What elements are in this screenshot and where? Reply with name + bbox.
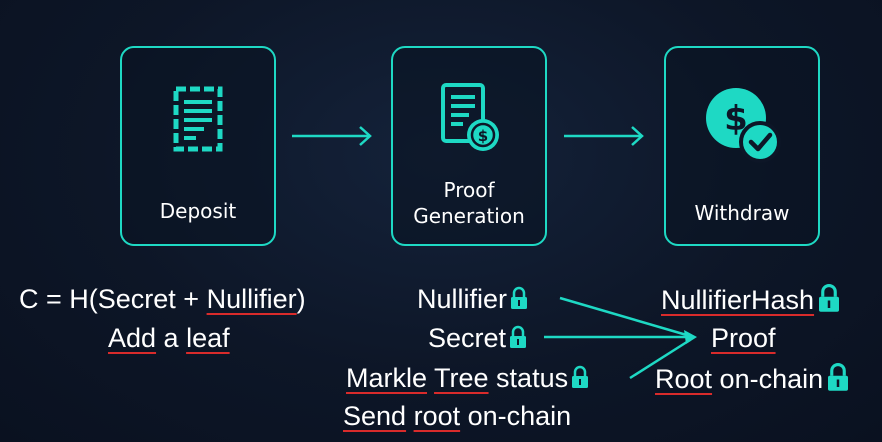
lock-icon — [819, 283, 840, 312]
formula-nullifier: Nullifier — [206, 284, 297, 314]
arrow-right-icon — [564, 126, 644, 146]
withdraw-step-box: $ Withdraw — [664, 46, 820, 246]
proof-input-nullifier: Nullifier — [417, 283, 529, 315]
withdraw-nullifier-hash: NullifierHash — [661, 283, 842, 316]
a-word: a — [156, 323, 187, 353]
lock-icon — [511, 286, 528, 309]
formula-suffix: ) — [296, 284, 306, 314]
proof-label-line1: Proof — [443, 178, 495, 202]
add-word: Add — [108, 323, 157, 353]
proof-input-tree-status: Markle Tree status — [346, 362, 590, 394]
deposit-label: Deposit — [159, 199, 237, 223]
lock-icon — [572, 365, 589, 388]
proof-label-line2: Generation — [413, 204, 525, 228]
onchain-word: on-chain — [460, 401, 572, 431]
svg-text:$: $ — [724, 99, 748, 139]
arrow-right-icon — [292, 126, 372, 146]
onchain-text: on-chain — [712, 364, 824, 394]
deposit-add-leaf: Add a leaf — [108, 322, 230, 354]
svg-text:$: $ — [478, 127, 488, 145]
formula-prefix: C = H(Secret + — [19, 284, 207, 314]
proof-send-root: Send root on-chain — [343, 400, 571, 432]
root-word: root — [413, 401, 461, 431]
send-word: Send — [343, 401, 407, 431]
withdraw-label: Withdraw — [694, 201, 790, 225]
root-text: Root — [655, 364, 713, 394]
document-dollar-icon: $ — [441, 83, 499, 151]
withdraw-proof: Proof — [711, 322, 776, 354]
nullifier-hash-text: NullifierHash — [661, 285, 815, 315]
markle-word: Markle — [346, 363, 428, 393]
withdraw-root-onchain: Root on-chain — [655, 362, 851, 395]
document-icon — [173, 86, 223, 152]
nullifier-text: Nullifier — [417, 284, 508, 314]
lock-icon — [510, 325, 527, 348]
secret-text: Secret — [428, 323, 507, 353]
proof-input-secret: Secret — [428, 322, 528, 354]
proof-text: Proof — [711, 323, 776, 353]
lock-icon — [828, 362, 849, 391]
deposit-formula: C = H(Secret + Nullifier) — [19, 283, 306, 315]
leaf-word: leaf — [186, 323, 230, 353]
dollar-check-icon: $ — [706, 88, 781, 163]
proof-generation-step-box: $ Proof Generation — [391, 46, 547, 246]
deposit-step-box: Deposit — [120, 46, 276, 246]
status-word: status — [488, 363, 569, 393]
tree-word: Tree — [434, 363, 489, 393]
